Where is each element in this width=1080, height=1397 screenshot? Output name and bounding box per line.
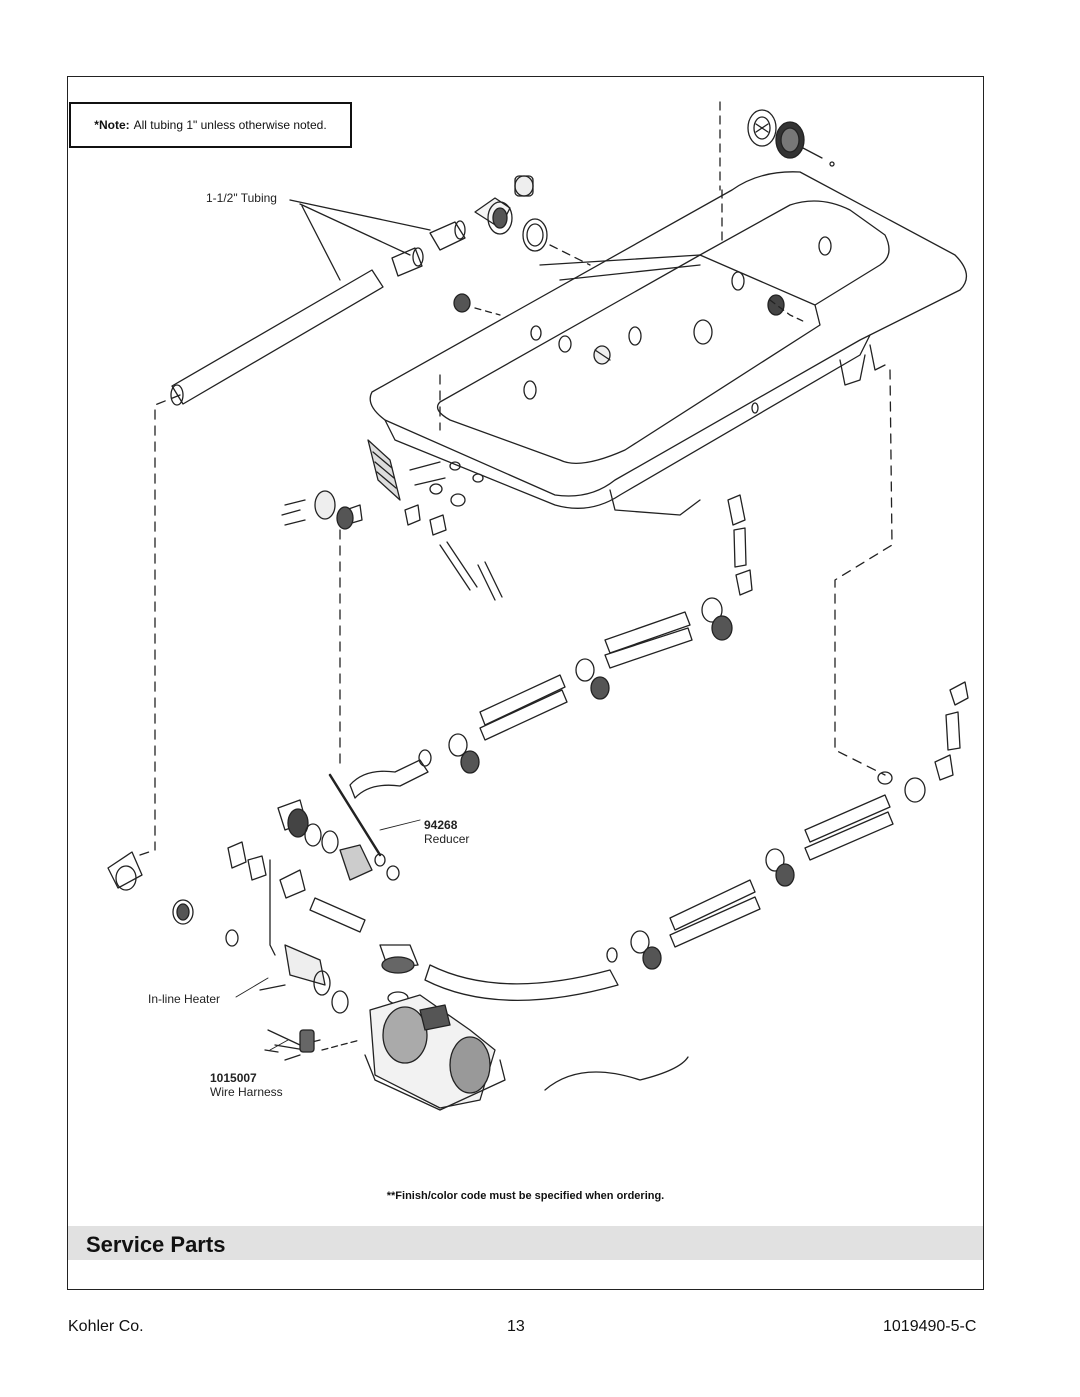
note-text: All tubing 1" unless otherwise noted. xyxy=(133,118,327,132)
footer-company: Kohler Co. xyxy=(68,1318,144,1335)
dashed-connectors xyxy=(139,369,893,856)
control-bracket xyxy=(281,439,503,601)
footer-page-number: 13 xyxy=(507,1318,525,1335)
footer-doc-number: 1019490-5-C xyxy=(883,1318,977,1335)
page-frame xyxy=(67,76,984,1290)
drain-overflow-parts xyxy=(719,101,835,323)
tubing-1-1-2 xyxy=(170,199,466,406)
suction-fittings xyxy=(453,175,611,365)
exploded-parts-diagram xyxy=(107,101,969,1111)
bathtub xyxy=(369,171,967,516)
finish-note: **Finish/color code must be specified wh… xyxy=(386,1190,665,1202)
note-prefix: *Note: xyxy=(94,118,130,132)
reducer-label: 94268 Reducer xyxy=(424,818,469,846)
reducer-name: Reducer xyxy=(424,832,470,846)
harness-part-number: 1015007 xyxy=(210,1071,257,1085)
label-leaders xyxy=(235,819,421,1051)
reducer-part-number: 94268 xyxy=(424,818,458,832)
wire-harness xyxy=(264,1029,361,1061)
heater-plumbing xyxy=(107,773,400,1014)
tubing-note: *Note: All tubing 1" unless otherwise no… xyxy=(69,102,352,148)
section-title: Service Parts xyxy=(86,1232,226,1257)
tubing-label: 1-1/2" Tubing xyxy=(206,191,277,205)
heater-label: In-line Heater xyxy=(148,992,221,1006)
section-title-band: Service Parts xyxy=(68,1226,983,1260)
harness-name: Wire Harness xyxy=(210,1085,283,1099)
right-riser xyxy=(727,494,969,781)
pump-assembly xyxy=(364,944,689,1111)
wire-harness-label: 1015007 Wire Harness xyxy=(210,1071,283,1099)
jet-hoses xyxy=(349,597,926,970)
